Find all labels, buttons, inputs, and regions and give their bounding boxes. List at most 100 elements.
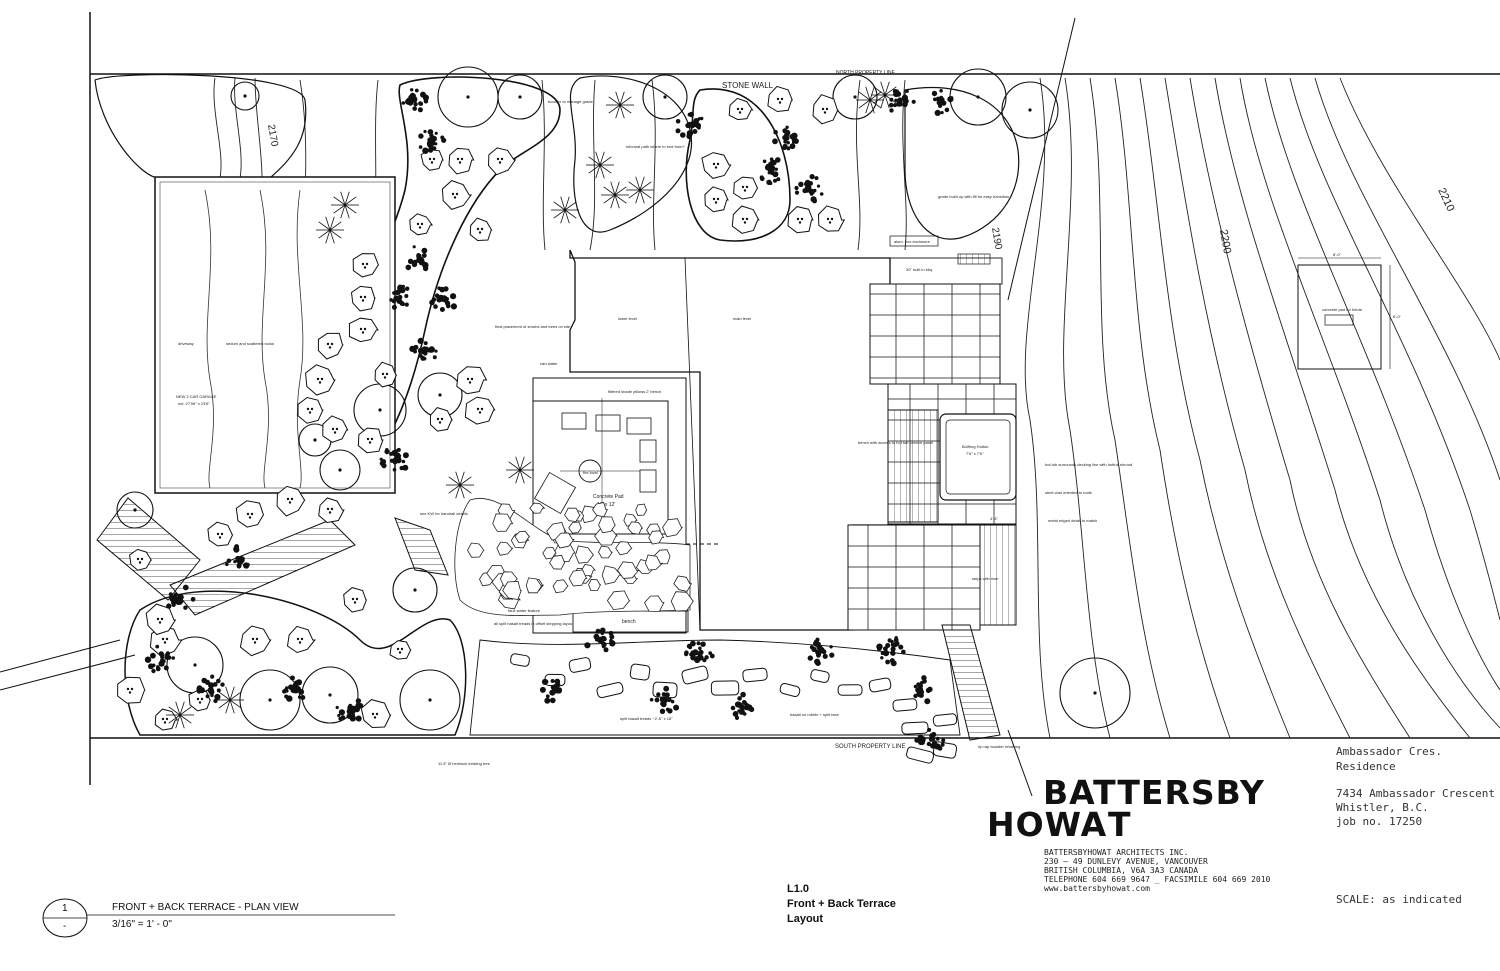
shrub bbox=[409, 213, 434, 236]
conifer-shrub bbox=[429, 286, 457, 312]
flagstone bbox=[467, 542, 485, 558]
contour-label: 2200 bbox=[1217, 228, 1233, 254]
conifer-shrub bbox=[772, 125, 799, 151]
shrub bbox=[767, 85, 794, 113]
future-pad-note: concrete pad for future bbox=[1322, 307, 1363, 312]
shrub bbox=[305, 364, 336, 396]
shrub bbox=[441, 180, 473, 210]
perennial bbox=[626, 176, 654, 204]
east-terrace bbox=[847, 235, 1017, 631]
tree bbox=[832, 74, 878, 120]
flagstone bbox=[529, 502, 546, 514]
shrub bbox=[297, 396, 324, 424]
flagstone bbox=[644, 595, 665, 612]
tree bbox=[319, 449, 361, 491]
conifer-shrub bbox=[807, 637, 835, 666]
stepping-stone bbox=[629, 663, 651, 681]
shrub bbox=[817, 205, 846, 232]
pad-dim-top: 8'-0" bbox=[1333, 252, 1342, 257]
firm-logo-battersby: BATTERSBY bbox=[1043, 773, 1265, 812]
conifer-shrub bbox=[144, 644, 175, 674]
shrub bbox=[701, 152, 732, 179]
shrub bbox=[154, 708, 179, 731]
stepping-stone bbox=[901, 721, 929, 735]
rip-rap-note: rip rap boulder retaining bbox=[978, 744, 1020, 749]
alum-box-label: alum. box enclosure bbox=[894, 239, 931, 244]
shrub bbox=[456, 366, 488, 395]
drawing-scale: 3/16" = 1' - 0" bbox=[112, 919, 172, 930]
flagstone bbox=[549, 554, 566, 570]
flagstone bbox=[617, 561, 640, 579]
conifer-shrub bbox=[335, 698, 364, 722]
flagstone bbox=[568, 521, 583, 534]
shrub bbox=[317, 332, 344, 360]
conifer-shrub bbox=[409, 337, 438, 361]
conifer-shrub bbox=[675, 111, 704, 140]
conifer-shrub bbox=[888, 89, 916, 113]
shrub bbox=[348, 317, 379, 343]
perennial bbox=[446, 471, 474, 499]
flagstone bbox=[525, 577, 543, 594]
shrub bbox=[429, 407, 453, 432]
perennial bbox=[856, 86, 884, 114]
shrub bbox=[487, 147, 517, 176]
conifer-shrub bbox=[649, 685, 680, 714]
shrub bbox=[360, 699, 392, 729]
flagstone bbox=[592, 502, 609, 518]
shrub bbox=[276, 485, 306, 517]
perennial bbox=[871, 81, 899, 109]
shrub bbox=[469, 217, 493, 242]
shrub bbox=[318, 497, 345, 524]
contour-label: 2210 bbox=[1435, 186, 1456, 213]
garage-label: NEW 2 CAR GARAGE bbox=[176, 394, 217, 399]
logo-howa: HOWA bbox=[987, 805, 1108, 844]
shrub bbox=[389, 640, 412, 660]
flagstone bbox=[588, 578, 602, 592]
stepping-stone bbox=[568, 657, 592, 673]
property-lines bbox=[0, 12, 1500, 797]
shrub bbox=[235, 500, 265, 528]
conifer-shrub bbox=[794, 174, 824, 204]
south-property-line-label: SOUTH PROPERTY LINE bbox=[835, 744, 905, 750]
stepping-stone bbox=[892, 698, 918, 712]
tree bbox=[230, 81, 260, 111]
drawing-number: 1 bbox=[62, 903, 68, 914]
sheet-number: L1.0 bbox=[787, 883, 810, 895]
perennial bbox=[506, 456, 534, 484]
hottub-label: Bullfrog Hottub bbox=[962, 444, 989, 449]
flagstone bbox=[606, 590, 631, 611]
lower-level-label: lower level bbox=[618, 316, 637, 321]
bbq-label: 30" built in bbq bbox=[906, 267, 932, 272]
flagstone bbox=[627, 521, 644, 535]
project-address: 7434 Ambassador Crescent bbox=[1336, 787, 1495, 800]
tree bbox=[497, 74, 543, 120]
flagstone bbox=[502, 580, 522, 600]
split-basalt-note-2: split basalt treads ~2'-6" x 18" bbox=[620, 716, 673, 721]
conifer-shrub bbox=[539, 678, 563, 704]
drawing-sheet-ref: - bbox=[63, 921, 67, 932]
address-line: 230 – 49 DUNLEVY AVENUE, VANCOUVER bbox=[1044, 857, 1208, 866]
split-basalt-note: all split basalt treads in offset steppi… bbox=[494, 621, 574, 626]
drawing-title: FRONT + BACK TERRACE - PLAN VIEW bbox=[112, 902, 299, 913]
flagstone bbox=[492, 513, 514, 532]
conifer-shrub bbox=[405, 245, 429, 272]
bench-seats-label: filtered shade pillows 2' bench bbox=[608, 389, 661, 394]
stepping-stone bbox=[810, 669, 830, 683]
stepping-stone bbox=[681, 665, 709, 685]
conifer-shrub bbox=[389, 284, 410, 310]
shrub bbox=[117, 676, 146, 704]
tree bbox=[399, 669, 461, 731]
job-number: job no. 17250 bbox=[1336, 815, 1423, 828]
stepping-stone bbox=[710, 680, 740, 696]
flagstone bbox=[598, 516, 616, 534]
shrub bbox=[129, 548, 153, 571]
shrub bbox=[322, 415, 349, 443]
address-line: BRITISH COLUMBIA, V6A 3A3 CANADA bbox=[1044, 866, 1199, 875]
perennial bbox=[586, 151, 614, 179]
conifer-shrub bbox=[379, 447, 409, 472]
flagstone bbox=[581, 564, 597, 577]
shrub bbox=[728, 97, 754, 121]
kw-note: see KW for handrail details bbox=[420, 511, 468, 516]
shrub bbox=[374, 361, 398, 388]
